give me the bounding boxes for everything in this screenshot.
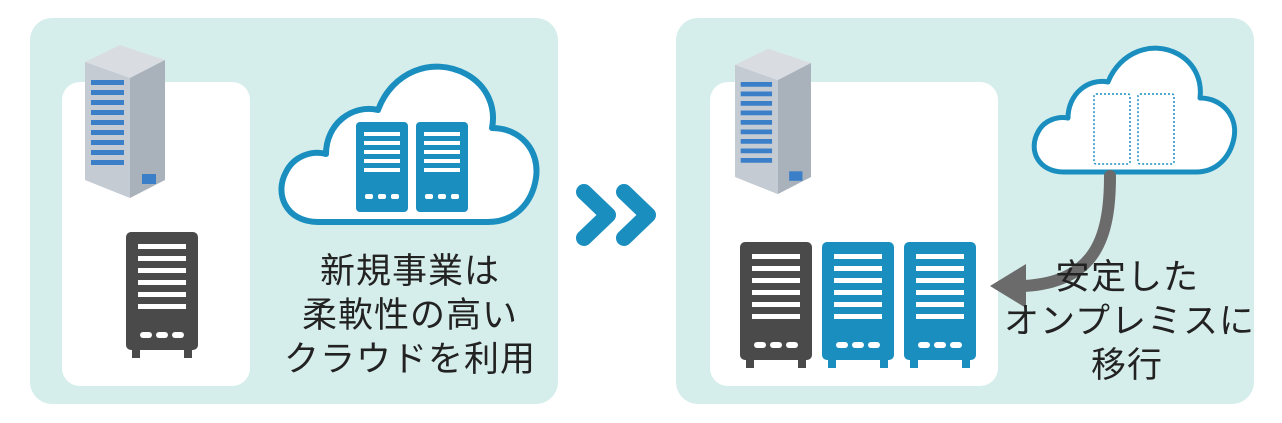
caption-line-3: クラウドを利用 <box>283 340 536 380</box>
server-racks-icon <box>740 242 976 368</box>
migration-arrow-icon <box>984 170 1124 320</box>
caption-line-3: 移行 <box>1090 346 1163 386</box>
data-center-building-icon <box>730 44 816 196</box>
caption-line-2: オンプレミスに <box>1004 302 1255 342</box>
caption-line-1: 新規事業は <box>319 252 500 292</box>
left-caption: 新規事業は 柔軟性の高い クラウドを利用 <box>270 250 550 382</box>
on-premise-rack-icon <box>126 232 198 358</box>
right-caption: 安定した オンプレミスに 移行 <box>1004 256 1255 388</box>
caption-line-2: 柔軟性の高い <box>301 296 518 336</box>
cloud-servers-icon <box>268 44 546 236</box>
empty-cloud-icon <box>1024 32 1242 182</box>
caption-line-1: 安定した <box>1054 258 1199 298</box>
data-center-building-icon <box>80 40 170 200</box>
double-chevron-right-icon <box>574 182 666 248</box>
